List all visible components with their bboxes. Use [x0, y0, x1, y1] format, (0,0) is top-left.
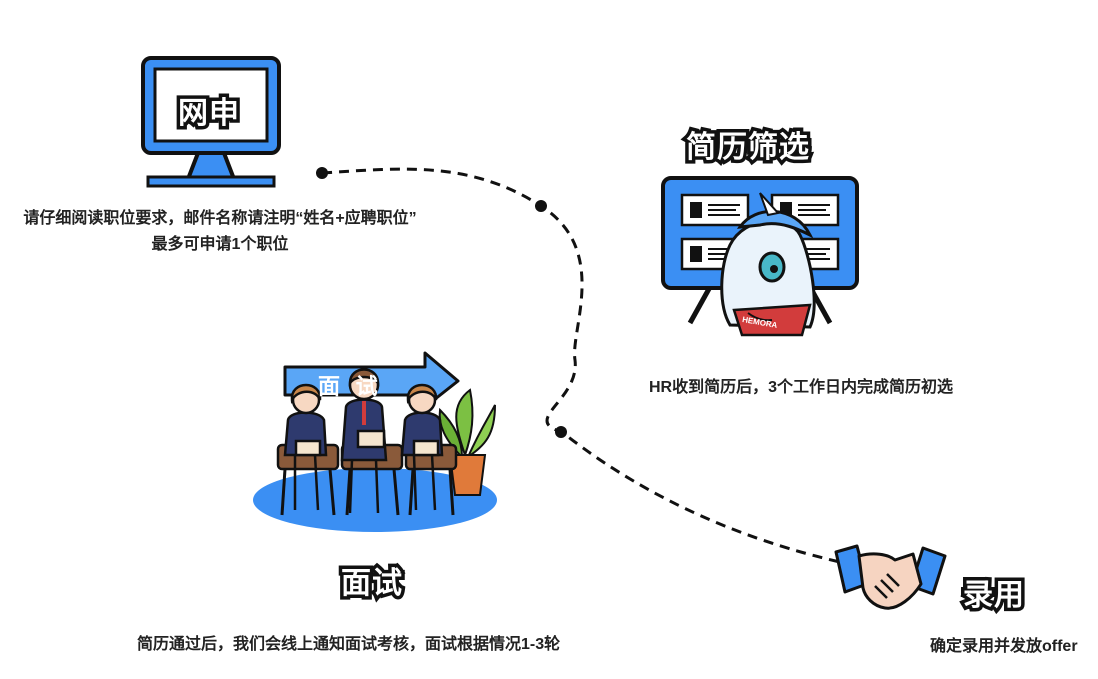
path-node — [316, 167, 328, 179]
hire-desc: 确定录用并发放offer — [930, 638, 1078, 655]
screening-desc: HR收到简历后，3个工作日内完成简历初选 — [649, 379, 954, 396]
apply-desc-line1: 请仔细阅读职位要求，邮件名称请注明“姓名+应聘职位” — [23, 210, 417, 227]
apply-desc-line2: 最多可申请1个职位 — [151, 236, 289, 253]
interview-illustration — [253, 351, 497, 532]
path-node — [555, 426, 567, 438]
interview-desc: 简历通过后，我们会线上通知面试考核，面试根据情况1-3轮 — [137, 636, 561, 653]
apply-desc: 请仔细阅读职位要求，邮件名称请注明“姓名+应聘职位” 最多可申请1个职位 — [0, 206, 440, 258]
interview-banner-text: 面 试 — [318, 375, 382, 400]
path-node — [535, 200, 547, 212]
monitor-icon — [141, 56, 281, 188]
step-title-apply: 网申 — [175, 93, 243, 135]
step-title-screening: 简历筛选 — [683, 127, 813, 169]
handshake-icon — [834, 544, 947, 610]
mascot-icon — [720, 192, 816, 337]
resume-board-icon — [661, 176, 859, 337]
step-title-interview: 面试 — [338, 563, 406, 605]
step-title-hire: 录用 — [960, 575, 1028, 617]
